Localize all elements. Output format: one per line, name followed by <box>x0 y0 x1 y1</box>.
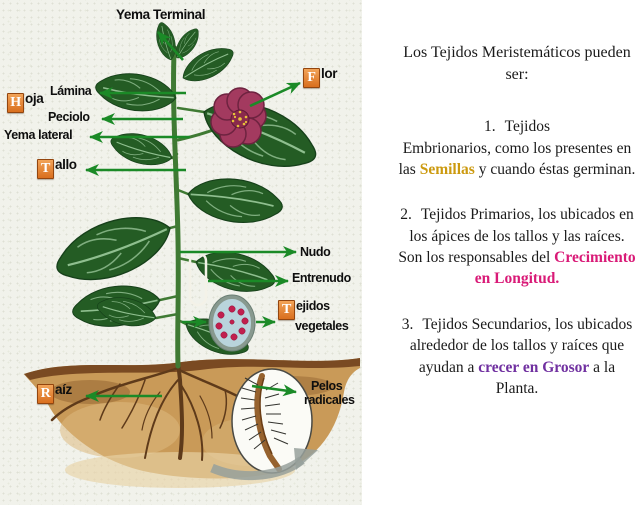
label-entrenudo: Entrenudo <box>292 271 351 286</box>
item3-number: 3. <box>401 315 414 333</box>
yema-lateral-text: Yema lateral <box>4 128 73 142</box>
panel-title: Los Tejidos Meristemáticos pueden ser: <box>398 42 636 86</box>
label-nudo: Nudo <box>300 245 331 260</box>
item3-text: Tejidos Secundarios, los ubicados alrede… <box>409 315 633 376</box>
pointer-arrows <box>85 31 301 402</box>
item1-first-line: Tejidos <box>504 118 551 136</box>
list-item-1: 1. Tejidos Embrionarios, como los present… <box>398 116 636 180</box>
arrow-yema-terminal <box>157 31 184 61</box>
label-yema-lateral: Yema lateral <box>4 128 73 143</box>
item1-text: Embrionarios, como los presentes en las <box>398 139 632 178</box>
label-peciolo: Peciolo <box>48 110 90 125</box>
list-item-2: 2.Tejidos Primarios, los ubicados en los… <box>398 204 636 290</box>
item2-text: Tejidos Primarios, los ubicados en los á… <box>398 206 634 267</box>
raiz-text: aíz <box>55 382 72 397</box>
arrow-flor <box>249 81 301 108</box>
nudo-text: Nudo <box>300 245 331 259</box>
item1-highlight-semillas: Semillas <box>419 160 475 178</box>
item2-highlight-crecimiento: Crecimiento en Longitud. <box>474 249 636 288</box>
entrenudo-text: Entrenudo <box>292 271 351 285</box>
panel-title-text: Los Tejidos Meristemáticos pueden ser: <box>403 44 631 84</box>
flor-text: lor <box>321 66 338 81</box>
magnify-swoosh-arrow <box>210 456 305 481</box>
item1-text-post: y cuando éstas germinan. <box>474 160 636 178</box>
plant-illustration <box>24 19 360 488</box>
arrow-pelos-radicales <box>251 384 297 397</box>
tallo-text: allo <box>55 157 77 172</box>
pelos-text-line2: radicales <box>304 392 355 407</box>
tejidos-text-line2: vegetales <box>295 319 349 333</box>
hoja-initial-badge: H <box>7 93 24 113</box>
hoja-text: oja <box>25 91 44 106</box>
label-pelos-radicales: Pelos radicales <box>304 379 355 408</box>
list-item-3: 3.Tejidos Secundarios, los ubicados alre… <box>398 314 636 400</box>
label-lamina: Lámina <box>50 84 92 99</box>
lamina-text: Lámina <box>50 84 92 98</box>
flor-initial-badge: F <box>303 68 320 88</box>
tejidos-text: ejidos <box>296 299 330 313</box>
raiz-initial-badge: R <box>37 384 54 404</box>
item3-highlight-grosor: crecer en Grosor <box>478 358 590 376</box>
item2-number: 2. <box>400 206 412 224</box>
label-yema-terminal: Yema Terminal <box>116 7 206 23</box>
tallo-initial-badge: T <box>37 159 54 179</box>
peciolo-text: Peciolo <box>48 110 90 124</box>
item1-number: 1. <box>483 118 496 136</box>
roots <box>50 360 254 461</box>
stem-cross-section <box>208 294 256 352</box>
text-panel: Los Tejidos Meristemáticos pueden ser: 1… <box>362 0 644 505</box>
stem <box>154 45 234 369</box>
root-hairs <box>240 377 289 450</box>
tejidos-initial-badge: T <box>278 300 295 320</box>
item3-text-post: a la Planta. <box>495 358 616 397</box>
pelos-text-line1: Pelos <box>311 379 343 393</box>
yema-terminal-text: Yema Terminal <box>116 7 206 22</box>
